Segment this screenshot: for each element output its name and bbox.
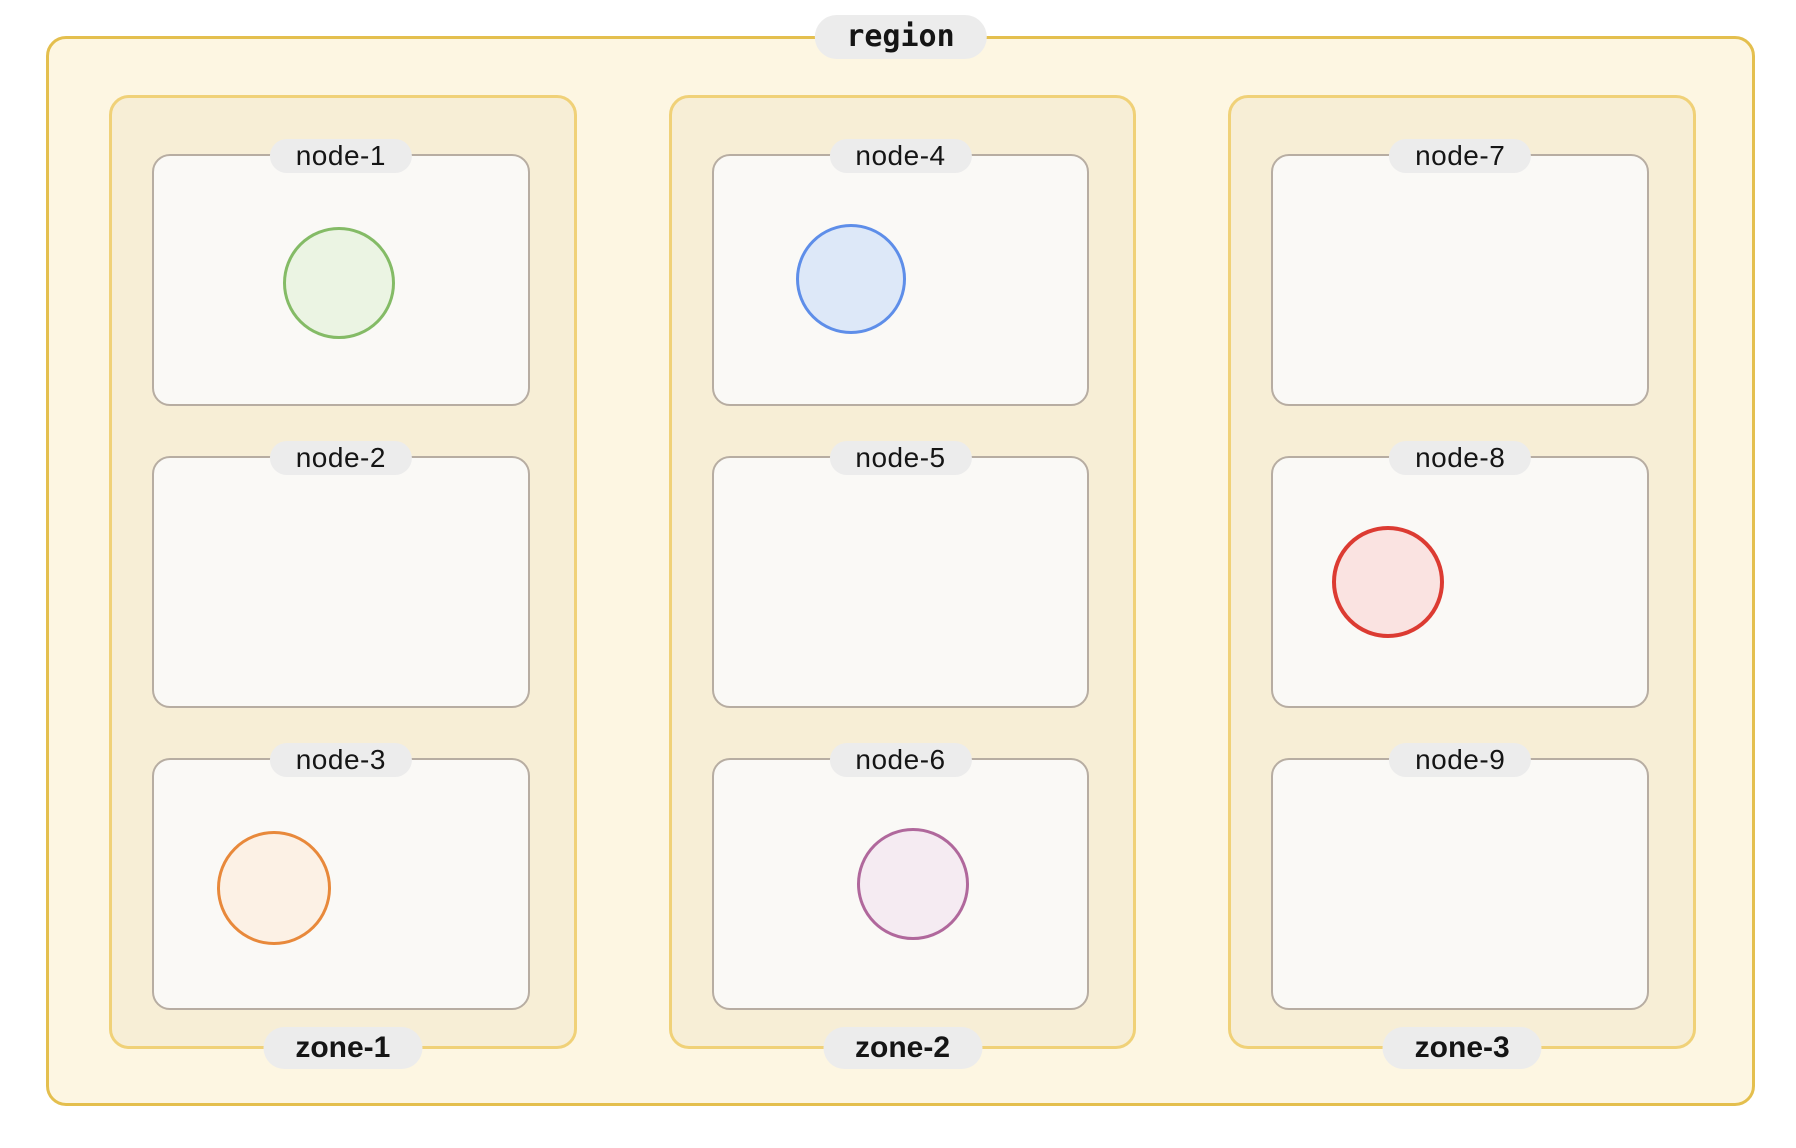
node-4-status-circle [795,224,906,334]
zones-row: node-1 node-2 node-3 [109,95,1697,1069]
node-2-label: node-2 [269,441,412,475]
zone-1-nodes: node-1 node-2 node-3 [152,139,530,1010]
node-4-label: node-4 [829,139,972,173]
zone-3-nodes: node-7 node-8 node-9 [1271,139,1650,1010]
zone-1-container: node-1 node-2 node-3 [109,95,577,1069]
node-8-status-circle [1332,526,1445,638]
node-1-status-circle [283,227,395,339]
node-3-body [154,760,528,1008]
node-6-label: node-6 [829,743,972,777]
node-5-card: node-5 [711,441,1090,708]
region-container: region node-1 node-2 [46,15,1755,1106]
node-9-label: node-9 [1389,743,1532,777]
node-6-card: node-6 [711,743,1090,1010]
node-6-status-circle [856,828,969,940]
node-9-body [1273,760,1647,1008]
node-8-label: node-8 [1389,441,1532,475]
zone-1-label: zone-1 [263,1027,423,1069]
node-8-card: node-8 [1271,441,1650,708]
node-4-body [714,156,1088,404]
node-7-card: node-7 [1271,139,1650,406]
node-9-card: node-9 [1271,743,1650,1010]
zone-3-container: node-7 node-8 node-9 [1228,95,1697,1069]
zone-2-container: node-4 node-5 node-6 [668,95,1137,1069]
node-5-body [714,458,1088,706]
node-8-body [1273,458,1647,706]
node-7-label: node-7 [1389,139,1532,173]
region-label: region [814,15,987,59]
node-5-label: node-5 [829,441,972,475]
node-3-card: node-3 [152,743,530,1010]
zone-3-label: zone-3 [1382,1027,1542,1069]
node-7-body [1273,156,1647,404]
node-1-card: node-1 [152,139,530,406]
zone-2-nodes: node-4 node-5 node-6 [711,139,1090,1010]
node-2-card: node-2 [152,441,530,708]
node-3-status-circle [217,831,331,945]
node-2-body [154,458,528,706]
zone-2-label: zone-2 [822,1027,983,1069]
node-6-body [714,760,1088,1008]
node-3-label: node-3 [269,743,412,777]
node-1-body [154,156,528,404]
node-4-card: node-4 [711,139,1090,406]
node-1-label: node-1 [269,139,412,173]
